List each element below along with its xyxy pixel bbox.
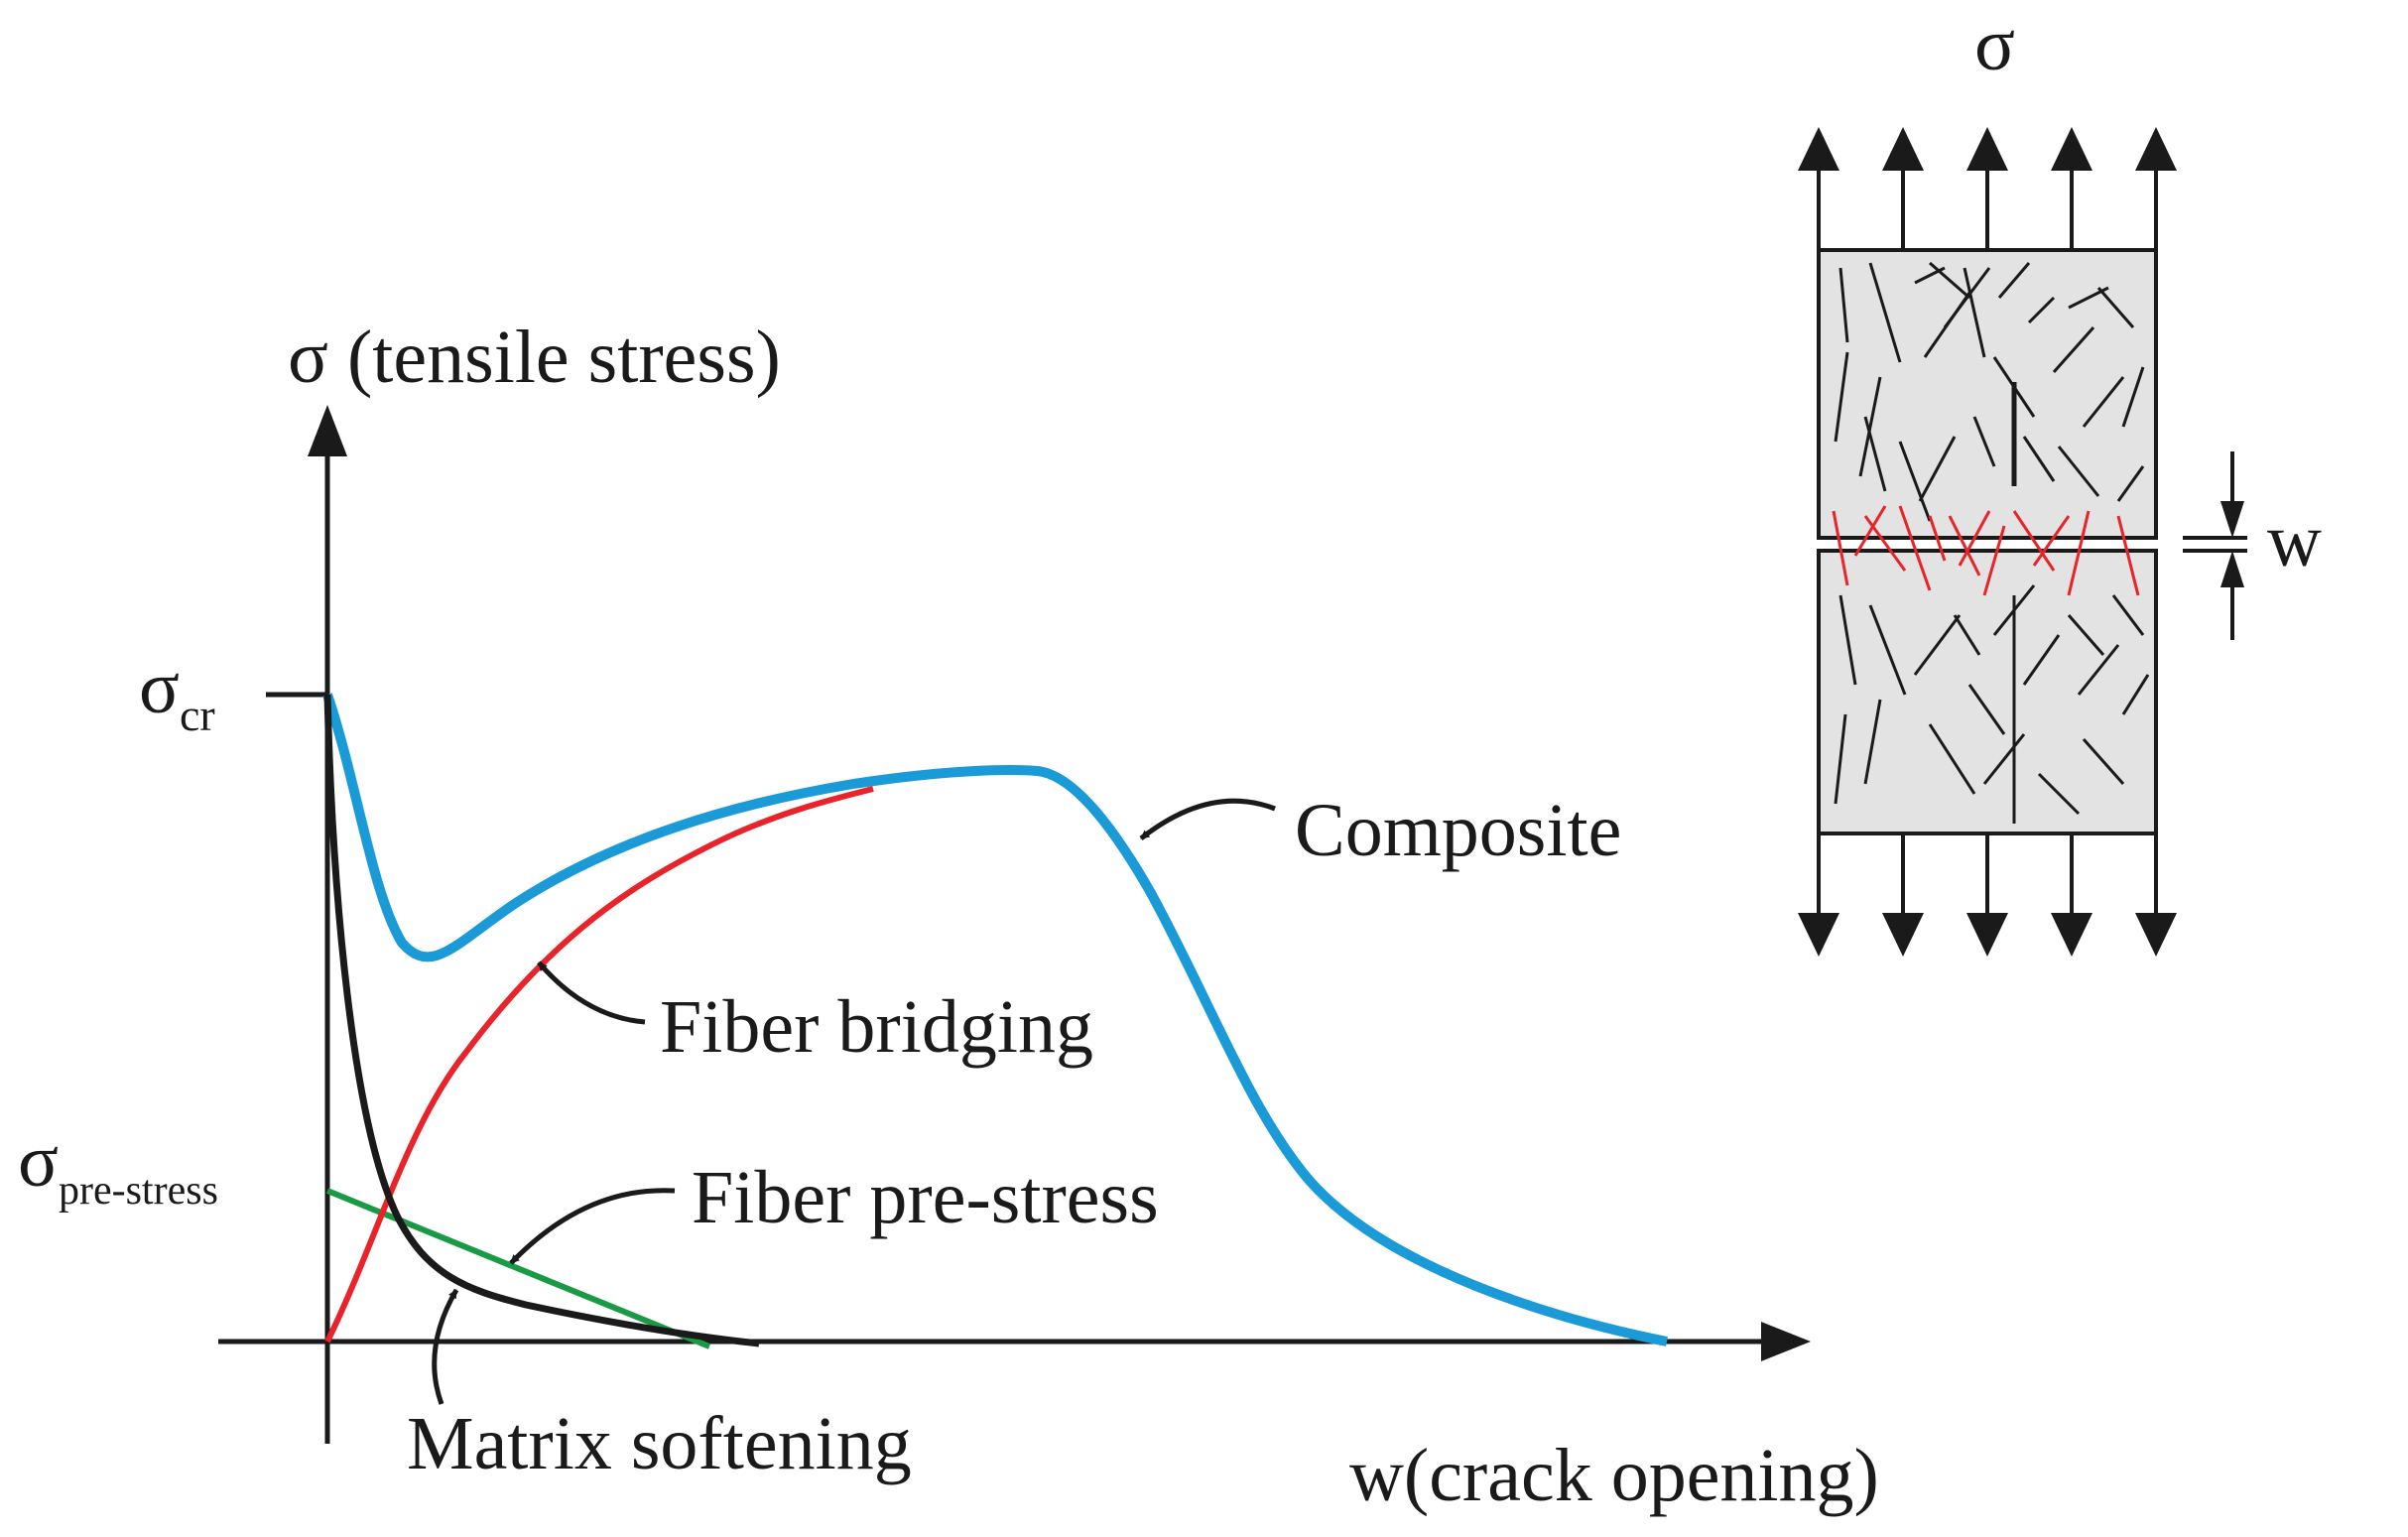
composite-label: Composite [1295,789,1621,872]
matrix-softening-label: Matrix softening [407,1402,912,1485]
matrix-softening-curve [323,694,760,1347]
specimen-illustration: σ [1798,3,2322,957]
top-load-arrows [1798,127,2177,250]
sigma-prestress-subscript: pre-stress [59,1168,218,1214]
specimen-load-label: σ [1974,3,2015,86]
axes [218,405,1811,1444]
specimen-top-block [1817,248,2158,540]
sigma-prestress-label: σpre-stress [18,1119,218,1214]
gap-width-label: w [2267,499,2322,582]
fiber-prestress-label: Fiber pre-stress [692,1156,1159,1239]
matrix-softening-leader-arrow [432,1288,459,1405]
specimen-bottom-block [1817,549,2158,835]
leader-lines [432,798,1276,1405]
fiber-bridging-label: Fiber bridging [660,985,1093,1069]
composite-leader-arrow [1139,798,1276,840]
composite-curve [322,693,1668,1346]
gap-indicator [2183,451,2247,640]
sigma-cr-symbol: σ [139,646,180,729]
x-axis-arrowhead [1761,1322,1811,1361]
embedded-fibers [1834,261,2150,824]
sigma-prestress-symbol: σ [18,1119,59,1203]
y-axis-arrowhead [308,405,347,456]
crack-bridging-fibers [1832,505,2140,596]
fiber-prestress-leader-arrow [509,1188,676,1265]
x-axis-label: w(crack opening) [1349,1434,1879,1517]
fiber-bridging-leader-arrow [537,961,646,1025]
y-axis-label: σ (tensile stress) [288,316,781,399]
fiber-prestress-curve [325,1188,711,1349]
sigma-cr-label: σcr [139,646,215,740]
bottom-load-arrows [1798,833,2177,957]
sigma-cr-subscript: cr [180,690,215,740]
